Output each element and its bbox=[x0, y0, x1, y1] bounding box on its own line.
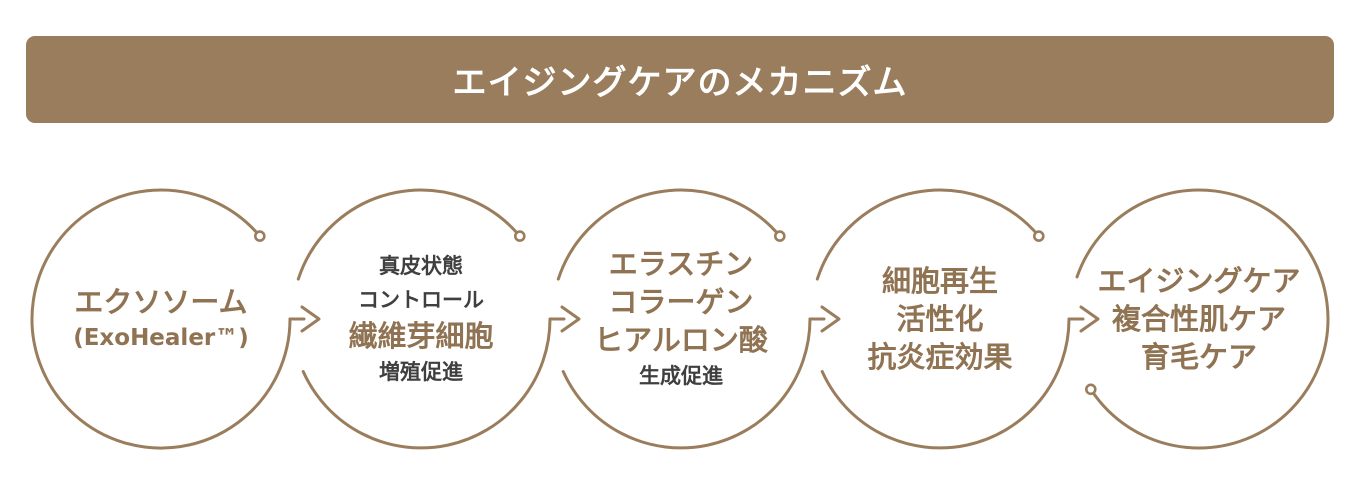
step-4-line-3: 抗炎症効果 bbox=[867, 340, 1013, 374]
step-1-cycle-arc bbox=[30, 188, 292, 450]
step-5-cycle-arc bbox=[1075, 188, 1330, 450]
ring-dot-icon bbox=[1033, 230, 1045, 242]
step-4-line-2: 活性化 bbox=[896, 302, 984, 336]
chevron-right-arrow-icon bbox=[300, 305, 321, 333]
step-2-label: 真皮状態コントロール繊維芽細胞増殖促進 bbox=[301, 219, 541, 419]
title-banner: エイジングケアのメカニズム bbox=[26, 36, 1334, 123]
step-3-label: エラスチンコラーゲンヒアルロン酸生成促進 bbox=[561, 219, 801, 419]
step-4-lower-arc bbox=[820, 317, 1071, 450]
ring-dot-icon bbox=[513, 230, 526, 242]
step-5-line-3: 育毛ケア bbox=[1140, 340, 1257, 374]
step-2-line-3: 繊維芽細胞 bbox=[348, 319, 494, 353]
step-5-line-1: エイジングケア bbox=[1097, 264, 1301, 298]
ring-dot-icon bbox=[253, 230, 266, 242]
step-2-line-2: コントロール bbox=[358, 288, 484, 312]
step-2-upper-arc bbox=[296, 188, 522, 281]
step-1-line-2: (ExoHealer™) bbox=[73, 325, 249, 351]
step-1-line-1: エクソソーム bbox=[74, 285, 248, 319]
step-3-line-2: コラーゲン bbox=[608, 285, 754, 319]
step-2-line-1: 真皮状態 bbox=[379, 254, 463, 278]
step-4-line-1: 細胞再生 bbox=[881, 264, 998, 298]
diagram-title: エイジングケアのメカニズム bbox=[452, 63, 908, 103]
step-2-line-4: 増殖促進 bbox=[379, 360, 463, 384]
chevron-right-arrow-icon bbox=[1079, 305, 1100, 333]
chevron-right-arrow-icon bbox=[820, 305, 841, 333]
step-4-upper-arc bbox=[815, 188, 1041, 281]
step-3-line-4: 生成促進 bbox=[639, 364, 723, 388]
ring-dot-icon bbox=[1085, 383, 1097, 396]
step-1-label: エクソソーム (ExoHealer™) bbox=[41, 219, 281, 419]
chevron-right-arrow-icon bbox=[560, 305, 581, 333]
ring-dot-icon bbox=[773, 230, 786, 242]
step-3-line-3: ヒアルロン酸 bbox=[594, 323, 768, 357]
step-4-label: 細胞再生活性化抗炎症効果 bbox=[820, 219, 1060, 419]
step-3-upper-arc bbox=[556, 188, 782, 281]
step-3-lower-arc bbox=[561, 317, 812, 450]
step-5-label: エイジングケア複合性肌ケア育毛ケア bbox=[1079, 219, 1319, 419]
step-2-lower-arc bbox=[301, 317, 552, 450]
step-3-line-1: エラスチン bbox=[608, 247, 754, 281]
step-5-line-2: 複合性肌ケア bbox=[1111, 302, 1286, 336]
